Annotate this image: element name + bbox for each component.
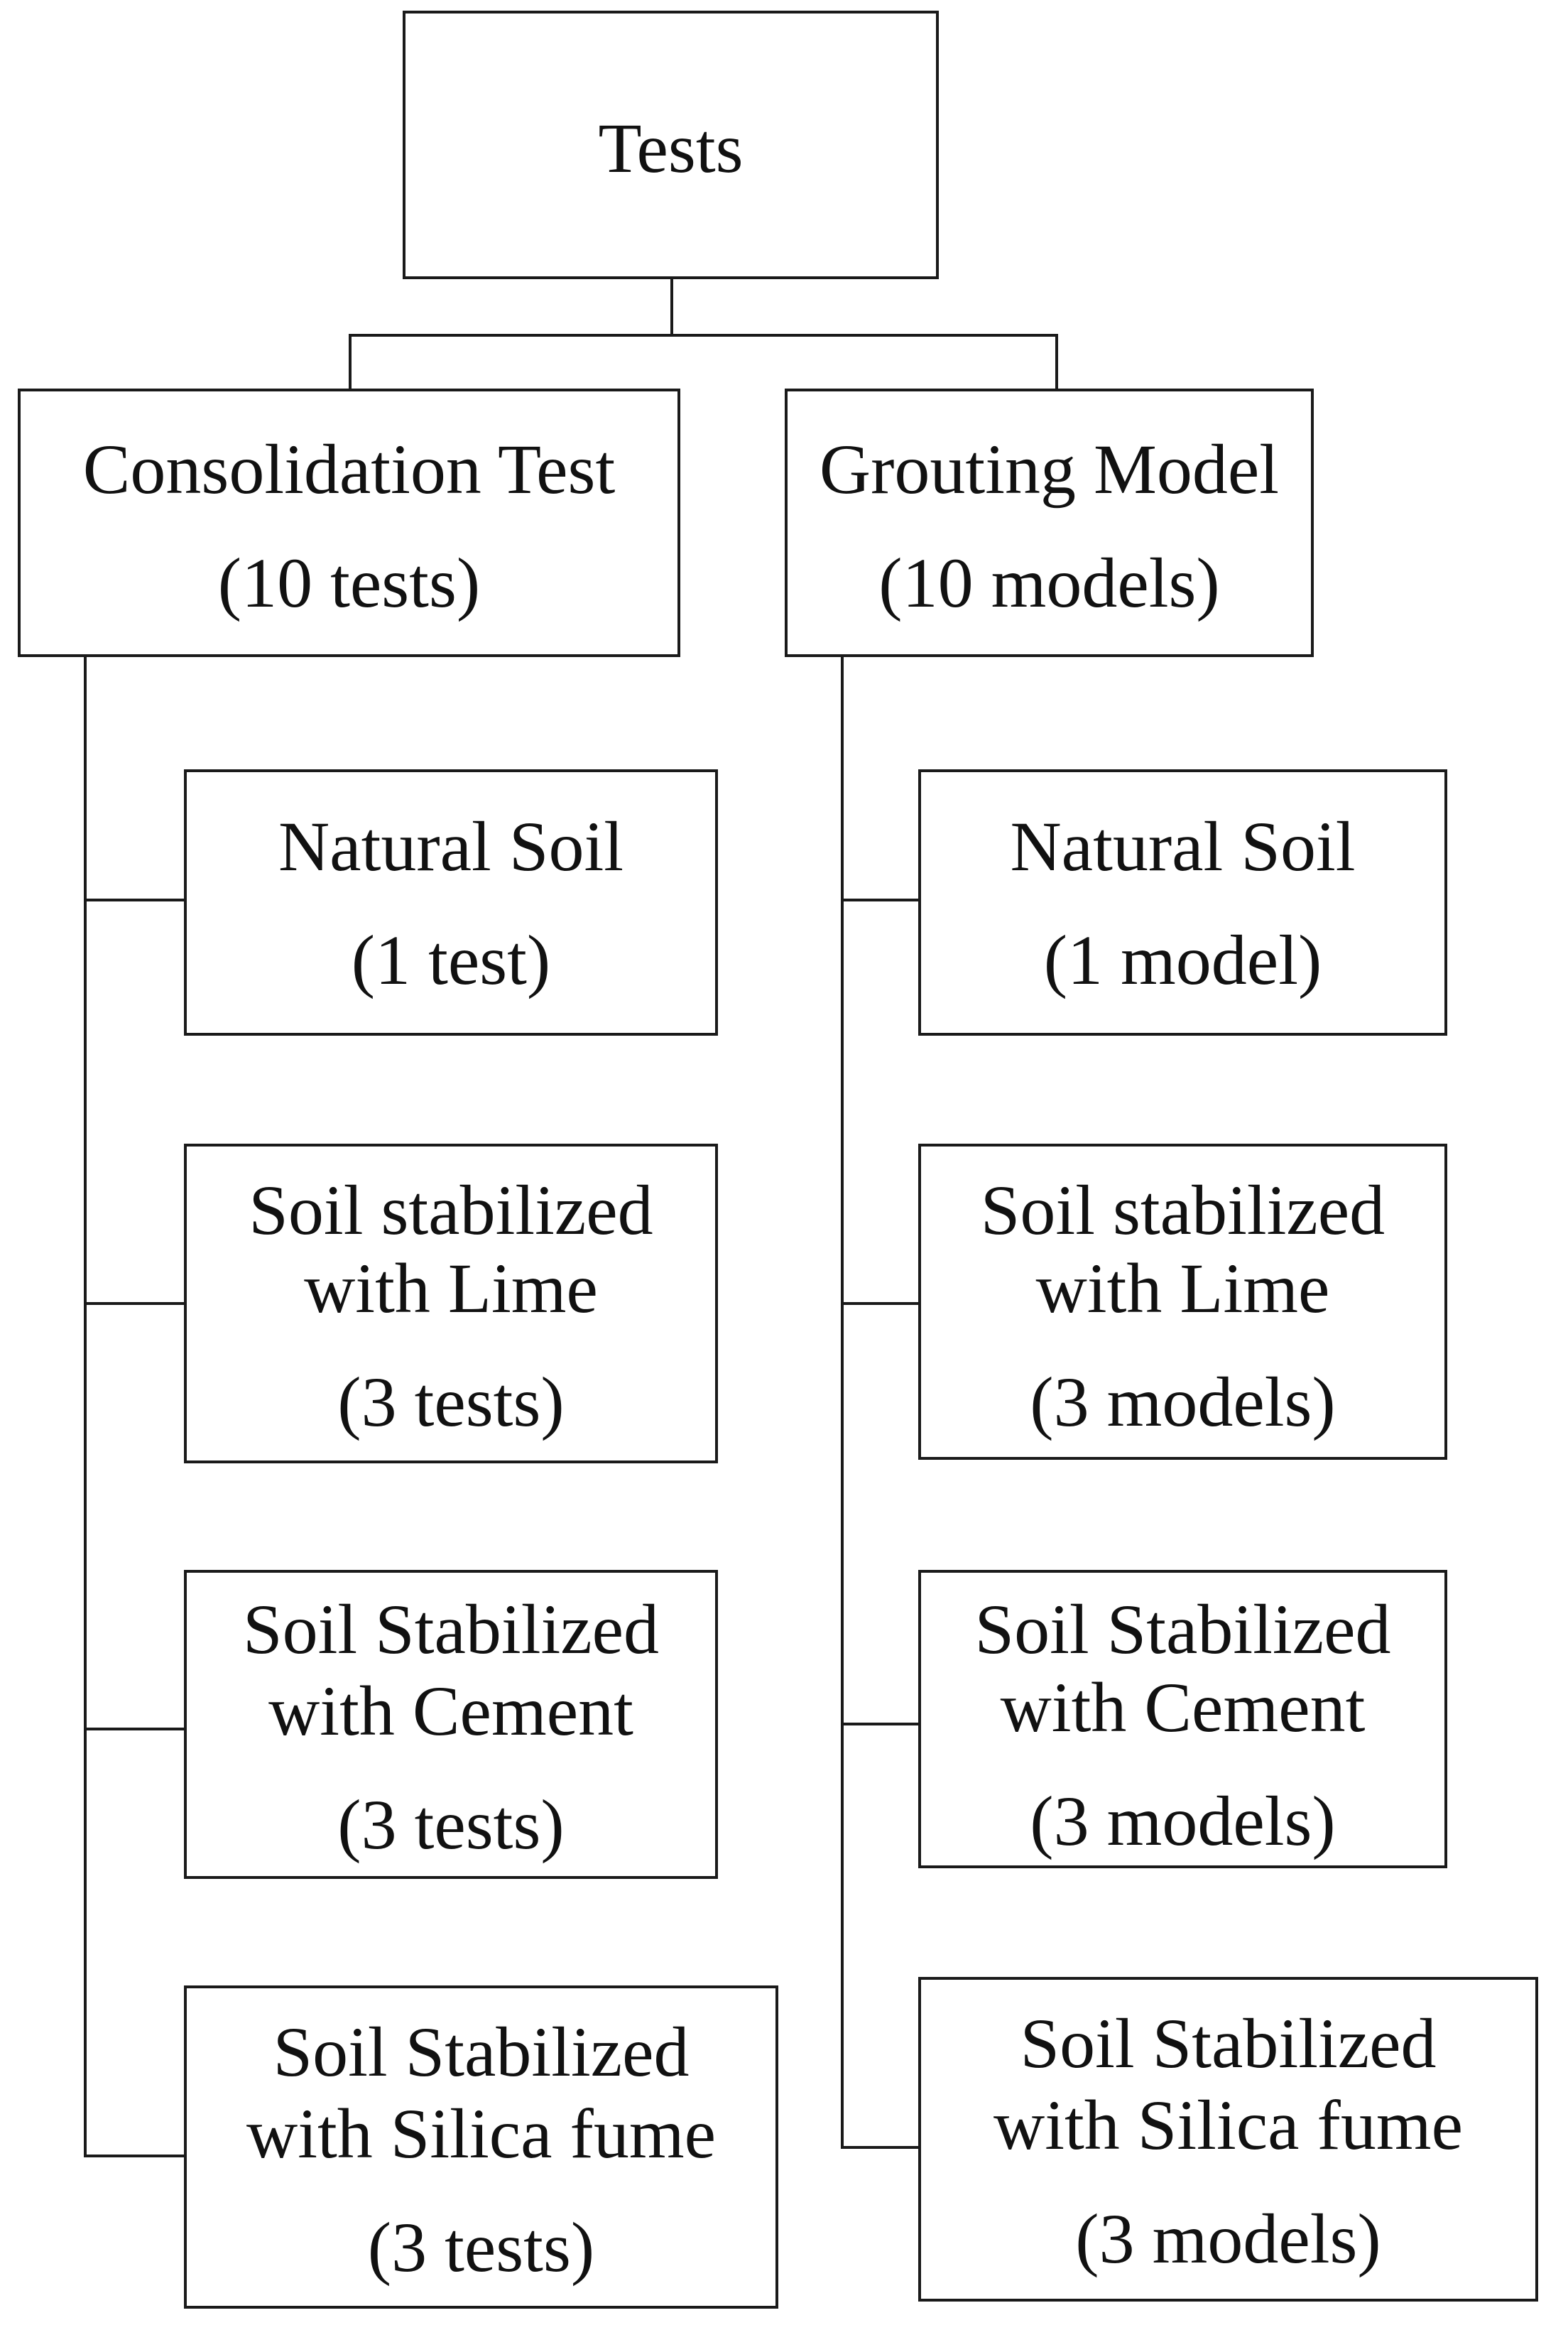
node-line: with Silica fume [993,2086,1463,2164]
branch-bar [349,334,1058,389]
node-line: Natural Soil [278,807,624,886]
node-line: Soil Stabilized [974,1590,1391,1669]
grouting-lime-node: Soil stabilized with Lime (3 models) [918,1144,1447,1460]
consolidation-silica-fume-node: Soil Stabilized with Silica fume (3 test… [184,1985,778,2309]
node-line: with Lime [1035,1249,1330,1328]
node-count: (3 models) [1030,1362,1336,1441]
consolidation-cement-node: Soil Stabilized with Cement (3 tests) [184,1570,718,1879]
node-count: (3 models) [1075,2199,1381,2278]
consolidation-test-count: (10 tests) [217,543,481,622]
right-spine [841,655,924,2149]
node-line: Soil Stabilized [1020,2004,1437,2083]
node-line: Natural Soil [1010,807,1356,886]
root-node: Tests [403,11,939,279]
consolidation-test-node: Consolidation Test (10 tests) [18,389,680,657]
grouting-model-node: Grouting Model (10 models) [785,389,1314,657]
consolidation-natural-soil-node: Natural Soil (1 test) [184,769,718,1036]
grouting-natural-soil-node: Natural Soil (1 model) [918,769,1447,1036]
node-line: Soil stabilized [980,1171,1385,1250]
grouting-cement-node: Soil Stabilized with Cement (3 models) [918,1570,1447,1868]
grouting-silica-fume-node: Soil Stabilized with Silica fume (3 mode… [918,1977,1538,2302]
root-label: Tests [598,109,744,188]
node-line: Soil stabilized [249,1171,653,1250]
left-spine [84,655,186,2157]
node-line: with Silica fume [246,2094,716,2173]
grouting-model-count: (10 models) [878,543,1220,622]
consolidation-lime-node: Soil stabilized with Lime (3 tests) [184,1144,718,1463]
node-count: (3 tests) [337,1785,565,1864]
node-line: Soil Stabilized [242,1590,660,1669]
node-line: with Cement [1000,1668,1366,1747]
node-count: (1 model) [1043,921,1322,999]
node-line: Soil Stabilized [273,2012,690,2091]
node-count: (1 test) [351,921,551,999]
node-count: (3 tests) [337,1362,565,1441]
node-line: with Lime [304,1249,598,1328]
node-count: (3 models) [1030,1782,1336,1860]
consolidation-test-title: Consolidation Test [82,430,616,509]
grouting-model-title: Grouting Model [819,430,1280,509]
node-count: (3 tests) [367,2208,595,2287]
node-line: with Cement [268,1671,633,1750]
